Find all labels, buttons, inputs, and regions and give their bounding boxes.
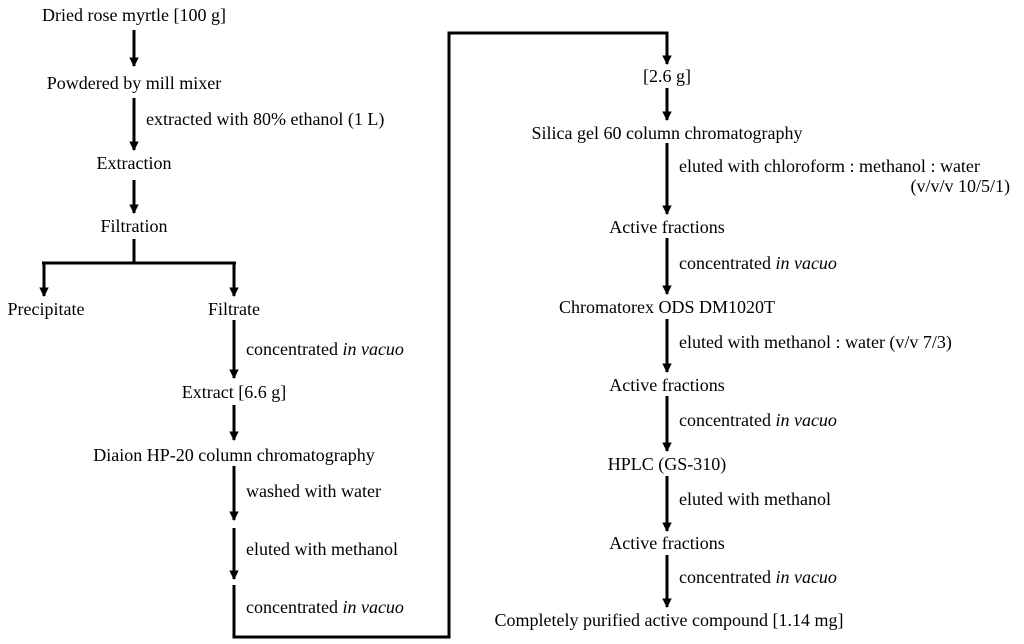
note-eluted-methanol-hplc: eluted with methanol — [679, 489, 831, 509]
note-concentrated-5-italic: in vacuo — [775, 567, 837, 587]
step-powdered: Powdered by mill mixer — [46, 73, 222, 93]
connector-left-to-right — [232, 31, 672, 639]
note-concentrated-2: concentrated in vacuo — [246, 597, 404, 617]
note-concentrated-1: concentrated in vacuo — [246, 339, 404, 359]
step-filtration: Filtration — [100, 216, 168, 236]
note-eluted-chloroform: eluted with chloroform : methanol : wate… — [679, 156, 980, 176]
step-active-fractions-1: Active fractions — [609, 217, 725, 237]
note-concentrated-4: concentrated in vacuo — [679, 410, 837, 430]
step-mass: [2.6 g] — [643, 66, 691, 86]
step-active-fractions-3: Active fractions — [609, 533, 725, 553]
step-final-compound: Completely purified active compound [1.1… — [494, 610, 844, 630]
step-diaion: Diaion HP-20 column chromatography — [93, 445, 375, 465]
note-concentrated-5-text: concentrated — [679, 567, 776, 587]
note-concentrated-2-text: concentrated — [246, 597, 343, 617]
note-ratio-chloroform: (v/v/v 10/5/1) — [910, 176, 1011, 196]
note-concentrated-1-italic: in vacuo — [342, 339, 404, 359]
step-active-fractions-2: Active fractions — [609, 375, 725, 395]
note-concentrated-3-italic: in vacuo — [775, 253, 837, 273]
note-concentrated-5: concentrated in vacuo — [679, 567, 837, 587]
step-extract: Extract [6.6 g] — [181, 382, 287, 402]
note-concentrated-3: concentrated in vacuo — [679, 253, 837, 273]
step-silica-gel: Silica gel 60 column chromatography — [531, 123, 803, 143]
note-concentrated-4-text: concentrated — [679, 410, 776, 430]
step-chromatorex-ods: Chromatorex ODS DM1020T — [559, 297, 775, 317]
note-concentrated-3-text: concentrated — [679, 253, 776, 273]
note-eluted-with-methanol: eluted with methanol — [246, 539, 398, 559]
step-dried-rose-myrtle: Dried rose myrtle [100 g] — [42, 5, 226, 25]
step-extraction: Extraction — [96, 153, 172, 173]
step-hplc: HPLC (GS-310) — [607, 454, 727, 474]
note-eluted-methanol-water: eluted with methanol : water (v/v 7/3) — [679, 332, 952, 352]
note-concentrated-4-italic: in vacuo — [775, 410, 837, 430]
note-concentrated-2-italic: in vacuo — [342, 597, 404, 617]
note-washed-with-water: washed with water — [246, 481, 381, 501]
note-extracted-with: extracted with 80% ethanol (1 L) — [146, 109, 385, 129]
step-precipitate: Precipitate — [7, 299, 85, 319]
step-filtrate: Filtrate — [208, 299, 260, 319]
note-concentrated-1-text: concentrated — [246, 339, 343, 359]
